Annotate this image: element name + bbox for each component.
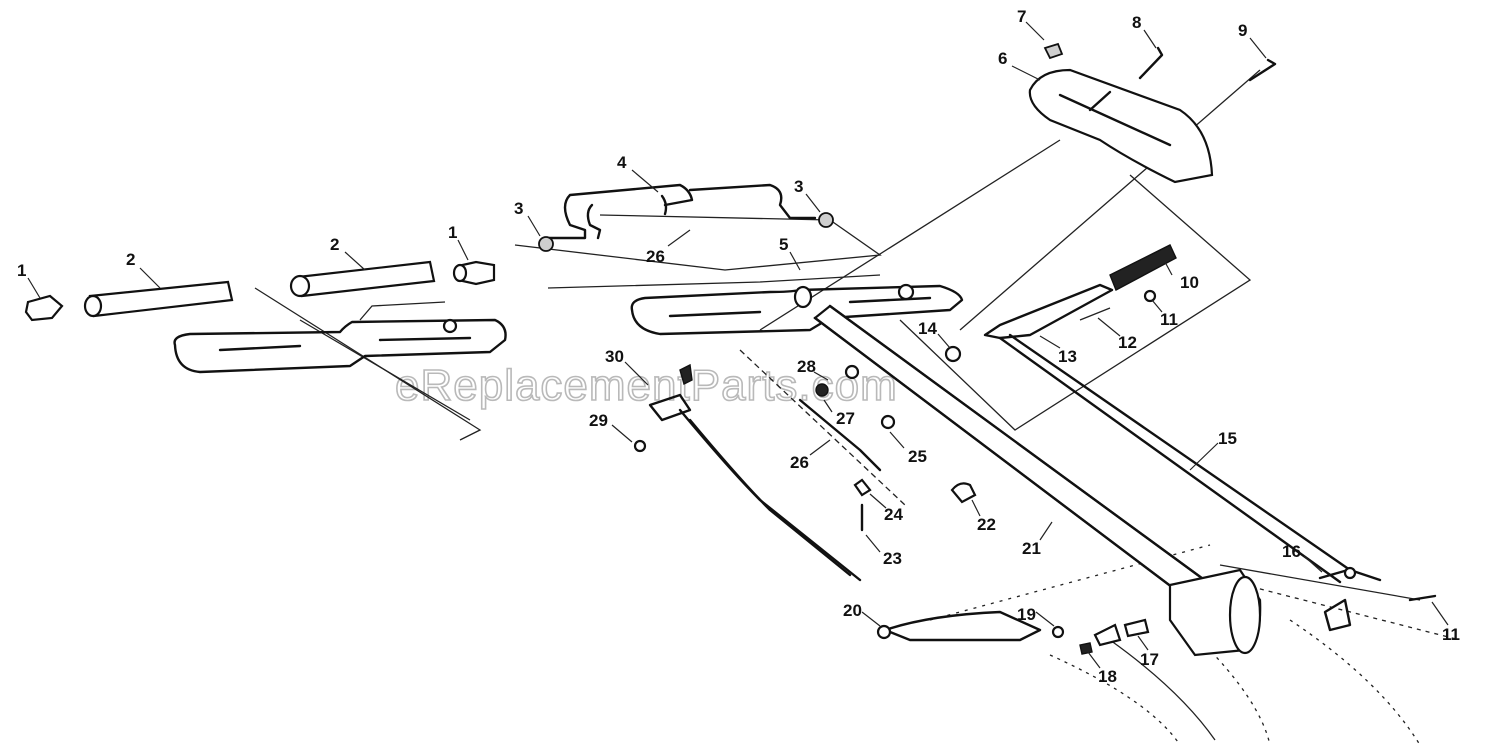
callout-9: 9 (1238, 21, 1247, 40)
callout-11-upper: 11 (1160, 310, 1178, 329)
callout-6: 6 (998, 49, 1007, 68)
left-grips (24, 260, 496, 322)
callout-1-left: 1 (17, 261, 26, 280)
top-cover (1028, 42, 1277, 184)
callout-16: 16 (1282, 542, 1301, 561)
callout-12: 12 (1118, 333, 1137, 352)
callout-17: 17 (1140, 650, 1159, 669)
lever-assembly (944, 244, 1382, 584)
callout-2-right: 2 (330, 235, 339, 254)
main-tube (813, 304, 1227, 614)
callout-7: 7 (1017, 7, 1026, 26)
upper-handle-bar (538, 183, 834, 252)
callout-20: 20 (843, 601, 862, 620)
callout-21: 21 (1022, 539, 1041, 558)
callout-13: 13 (1058, 347, 1077, 366)
callout-26-lower: 26 (790, 453, 809, 472)
callout-1-right: 1 (448, 223, 457, 242)
callout-5: 5 (779, 235, 788, 254)
cable-assembly (633, 363, 862, 582)
callout-3-left: 3 (514, 199, 523, 218)
lower-handle-frame (630, 283, 964, 336)
callout-23: 23 (883, 549, 902, 568)
callout-30: 30 (605, 347, 624, 366)
watermark: eReplacementParts.com (395, 361, 898, 410)
callout-25: 25 (908, 447, 927, 466)
callout-26-upper: 26 (646, 247, 665, 266)
left-handle-frame (173, 301, 507, 374)
small-hardware (798, 364, 977, 532)
callout-4: 4 (617, 153, 627, 172)
callout-19: 19 (1017, 605, 1036, 624)
callout-11-lower: 11 (1442, 625, 1460, 644)
leader-lines (27, 21, 1449, 669)
callout-24: 24 (884, 505, 903, 524)
callout-22: 22 (977, 515, 996, 534)
callout-2-left: 2 (126, 250, 135, 269)
callout-28: 28 (797, 357, 816, 376)
callout-8: 8 (1132, 13, 1141, 32)
callout-14: 14 (918, 319, 937, 338)
callout-27: 27 (836, 409, 855, 428)
callout-15: 15 (1218, 429, 1237, 448)
callout-labels: 1 2 2 1 3 4 3 26 5 6 7 8 9 10 11 12 13 1… (17, 7, 1460, 686)
callout-18: 18 (1098, 667, 1117, 686)
bottom-assembly (876, 566, 1437, 657)
callout-3-right: 3 (794, 177, 803, 196)
callout-29: 29 (589, 411, 608, 430)
callout-10: 10 (1180, 273, 1199, 292)
